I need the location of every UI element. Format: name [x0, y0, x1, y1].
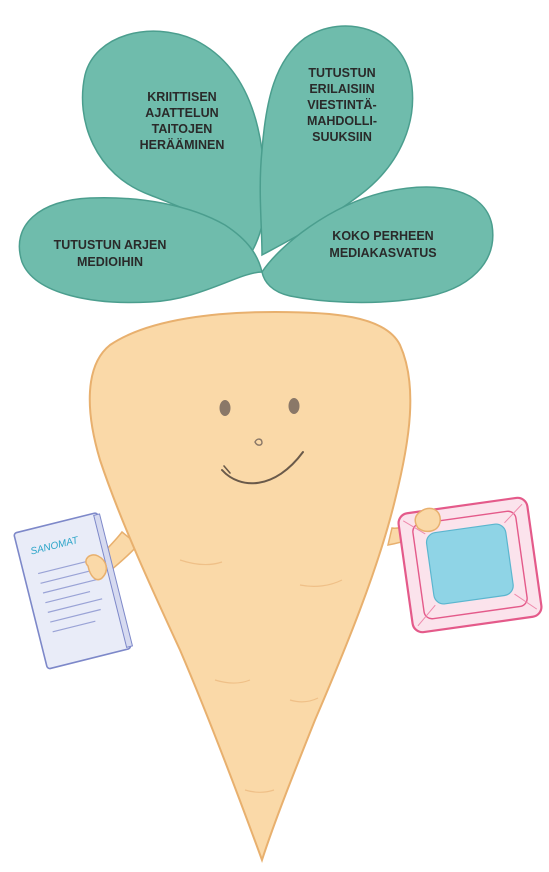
tablet-screen: [425, 523, 514, 605]
leaf-text-line: AJATTELUN: [145, 106, 218, 120]
newspaper-icon: SANOMAT: [14, 512, 133, 669]
leaf-text-line: ERILAISIIN: [309, 82, 374, 96]
carrot-body: [90, 312, 411, 860]
leaf-text-line: MEDIAKASVATUS: [329, 246, 436, 260]
leaf-text-line: TUTUSTUN: [308, 66, 375, 80]
left-eye: [220, 400, 231, 416]
leaf-text-line: SUUKSIIN: [312, 130, 372, 144]
leaf-text-line: TAITOJEN: [152, 122, 213, 136]
right-eye: [289, 398, 300, 414]
leaf-text-top-right: TUTUSTUN ERILAISIIN VIESTINTÄ- MAHDOLLI-…: [307, 66, 377, 144]
leaf-text-line: KOKO PERHEEN: [332, 229, 433, 243]
leaf-text-line: MAHDOLLI-: [307, 114, 377, 128]
leaf-text-line: KRIITTISEN: [147, 90, 216, 104]
leaf-text-line: HERÄÄMINEN: [140, 137, 225, 152]
leaf-text-line: TUTUSTUN ARJEN: [54, 238, 167, 252]
leaf-text-line: VIESTINTÄ-: [307, 97, 376, 112]
leaf-text-line: MEDIOIHIN: [77, 255, 143, 269]
